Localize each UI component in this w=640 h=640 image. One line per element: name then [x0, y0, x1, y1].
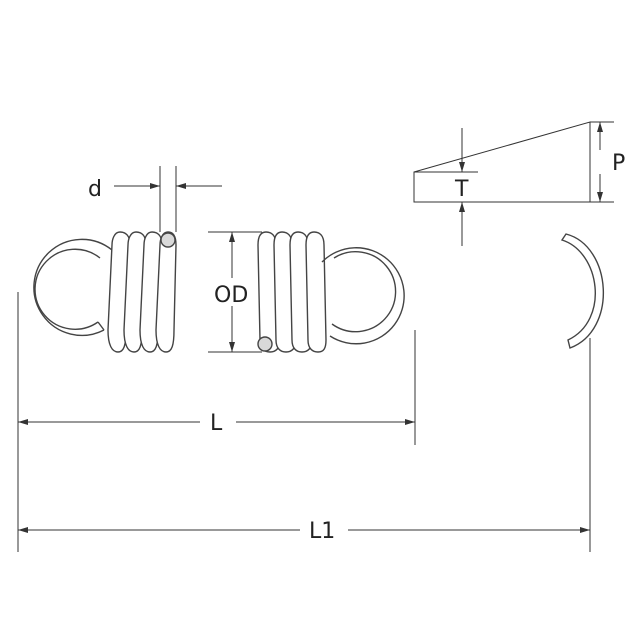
- label-t: T: [454, 177, 469, 202]
- d-dimension: d: [88, 166, 222, 232]
- right-hook: [321, 247, 405, 345]
- label-od: OD: [214, 283, 248, 308]
- right-wire-end: [257, 336, 273, 352]
- od-dimension: OD: [208, 231, 262, 353]
- label-l1: L1: [309, 519, 335, 544]
- label-l: L: [210, 411, 223, 436]
- left-coil: [107, 231, 177, 353]
- label-p: P: [612, 151, 625, 176]
- hook-side-view: [560, 233, 604, 349]
- wedge-diagram: T P: [413, 121, 625, 246]
- right-coil: [257, 231, 327, 353]
- label-d: d: [88, 177, 102, 202]
- left-wire-end: [160, 232, 176, 248]
- l-dimension: L: [17, 292, 416, 445]
- l1-dimension: L1: [17, 338, 591, 552]
- left-hook: [33, 238, 113, 337]
